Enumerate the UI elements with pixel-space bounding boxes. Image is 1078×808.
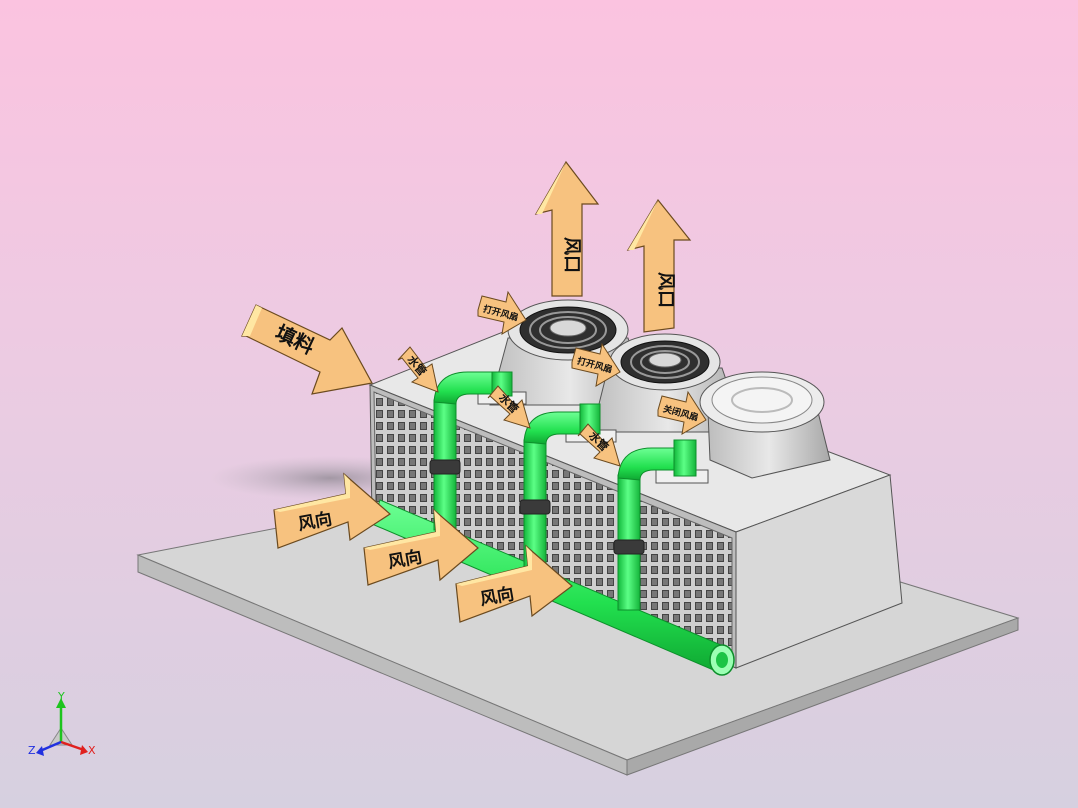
exhaust-label-1: 风口 [561, 237, 582, 273]
exhaust-arrow-1: 风口 [534, 160, 600, 297]
fan-cover-closed [711, 376, 813, 424]
fan-open-arrow-2: 打开风扇 [571, 342, 621, 387]
riser-pipe-3 [613, 439, 697, 611]
exhaust-arrow-2: 风口 [626, 198, 692, 333]
axis-triad: Y X Z [28, 690, 96, 757]
wind-arrow-1: 风向 [273, 472, 391, 549]
fan-open-arrow-1: 打开风扇 [477, 290, 527, 335]
axis-x-label: X [88, 744, 96, 757]
exhaust-label-2: 风口 [655, 272, 676, 308]
axis-y-label: Y [57, 690, 65, 703]
axis-z-label: Z [28, 744, 36, 757]
fan-closed-arrow: 关闭风扇 [657, 390, 707, 435]
water-pipe-arrow-2: 水管 [487, 385, 531, 429]
filler-arrow: 填料 [241, 304, 373, 395]
base-platform [136, 474, 1020, 776]
wind-arrow-3: 风向 [455, 544, 573, 623]
wind-arrow-2: 风向 [363, 508, 479, 586]
fan-hood-3 [699, 371, 831, 479]
